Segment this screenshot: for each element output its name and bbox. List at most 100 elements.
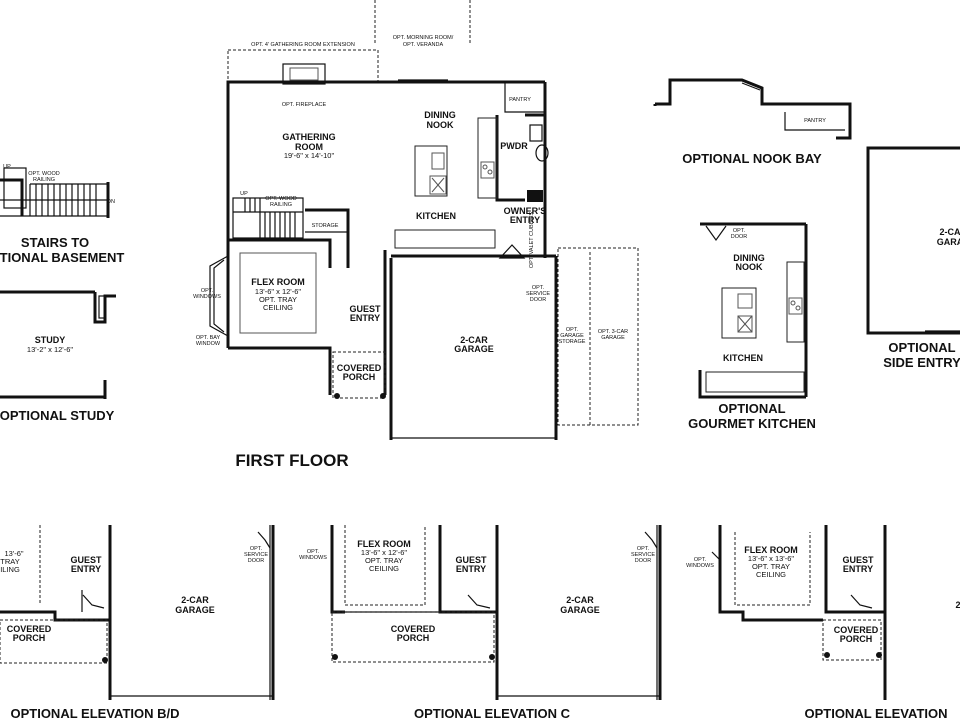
optional-study-title: OPTIONAL STUDY — [0, 408, 115, 423]
elev-e-opt-windows-label-2: WINDOWS — [686, 563, 714, 569]
elev-bd-garage-label-2: GARAGE — [175, 605, 215, 615]
elev-e-flex-opt-ceiling: CEILING — [756, 570, 786, 579]
elev-e-porch-label-2: PORCH — [840, 634, 873, 644]
elev-c-service-door-label-2: SERVICE — [631, 552, 655, 558]
guest-entry-label-2: ENTRY — [350, 313, 380, 323]
elev-e-flex-room-label: FLEX ROOM — [744, 545, 798, 555]
opt-service-door-label-2: SERVICE — [526, 291, 550, 297]
dining-nook-label-2: NOOK — [427, 120, 455, 130]
elev-bd-flex-dims: 13'-6" — [4, 549, 23, 558]
opt-wood-railing-label-2: RAILING — [270, 202, 292, 208]
opt-fireplace-label: OPT. FIREPLACE — [282, 102, 327, 108]
gourmet-kitchen-label: KITCHEN — [723, 353, 763, 363]
opt-bay-window-label: OPT. BAY — [196, 335, 221, 341]
opt-garage-storage-label: OPT. — [566, 327, 579, 333]
optional-nook-bay-inset: PANTRY OPTIONAL NOOK BAY — [653, 78, 852, 166]
opt-garage-storage-label-3: STORAGE — [559, 339, 586, 345]
side-entry-garage-label: 2-CA — [939, 227, 960, 237]
elev-c-opt-windows-label: OPT. — [307, 549, 320, 555]
covered-porch-label-2: PORCH — [343, 372, 376, 382]
elev-e-opt-windows-label: OPT. — [694, 557, 707, 563]
pantry-label: PANTRY — [509, 97, 531, 103]
gourmet-opt-door-label-2: DOOR — [731, 234, 748, 240]
owners-entry-label-2: ENTRY — [510, 215, 540, 225]
gourmet-dining-nook-label-2: NOOK — [736, 262, 764, 272]
gathering-room-label-2: ROOM — [295, 142, 323, 152]
elev-e-flex-dims: 13'-6" x 13'-6" — [748, 554, 794, 563]
elev-c-flex-room-label: FLEX ROOM — [357, 539, 411, 549]
elev-c-garage-label: 2-CAR — [566, 595, 594, 605]
elev-bd-garage-label: 2-CAR — [181, 595, 209, 605]
study-label: STUDY — [35, 335, 66, 345]
elevation-bd-title: OPTIONAL ELEVATION B/D — [10, 706, 179, 720]
flex-room-opt-tray: OPT. TRAY — [259, 295, 297, 304]
opt-3car-garage-label-2: GARAGE — [601, 335, 625, 341]
first-floor-plan — [209, 0, 639, 440]
opt-3car-garage-label: OPT. 3-CAR — [598, 329, 628, 335]
elev-e-guest-label: GUEST — [842, 555, 874, 565]
stairs-to-basement-inset: UP DN OPT. WOOD RAILING STAIRS TO TIONAL… — [0, 164, 124, 265]
stairs-up-label: UP — [240, 191, 248, 197]
gourmet-opt-door-label: OPT. — [733, 228, 746, 234]
elev-bd-flex-tray: TRAY — [0, 557, 19, 566]
owners-entry-label: OWNER'S — [504, 206, 547, 216]
nook-bay-pantry-label: PANTRY — [804, 118, 826, 124]
flex-room-opt-ceiling: CEILING — [263, 303, 293, 312]
elev-bd-porch-label-2: PORCH — [13, 633, 46, 643]
side-entry-title-2: SIDE ENTRY — [883, 355, 960, 370]
elevation-c-title: OPTIONAL ELEVATION C — [414, 706, 571, 720]
elev-bd-porch-label: COVERED — [7, 624, 52, 634]
elevation-c-inset: OPT. WINDOWS FLEX ROOM 13'-6" x 12'-6" O… — [299, 525, 662, 720]
gourmet-kitchen-title-2: GOURMET KITCHEN — [688, 416, 816, 431]
kitchen-label: KITCHEN — [416, 211, 456, 221]
elev-c-service-door-label-3: DOOR — [635, 558, 652, 564]
opt-gathering-extension-label: OPT. 4' GATHERING ROOM EXTENSION — [251, 42, 355, 48]
storage-label: STORAGE — [312, 223, 339, 229]
opt-windows-label-2: WINDOWS — [193, 294, 221, 300]
stairs-to-basement-title: STAIRS TO — [21, 235, 89, 250]
opt-veranda-label: OPT. VERANDA — [403, 42, 444, 48]
elev-c-opt-windows-label-2: WINDOWS — [299, 555, 327, 561]
elev-c-service-door-label: OPT. — [637, 546, 650, 552]
elevation-bd-inset: 13'-6" TRAY ILING GUEST ENTRY OPT. SERVI… — [0, 525, 275, 720]
optional-study-inset: STUDY 13'-2" x 12'-6" OPTIONAL STUDY — [0, 290, 116, 423]
inset-wood-railing-label: OPT. WOOD — [28, 171, 60, 177]
opt-morning-room-label: OPT. MORNING ROOM/ — [393, 35, 454, 41]
side-entry-garage-label-2: GARA — [937, 237, 960, 247]
elev-c-flex-dims: 13'-6" x 12'-6" — [361, 548, 407, 557]
opt-wood-railing-label: OPT. WOOD — [265, 196, 297, 202]
elev-bd-guest-label: GUEST — [70, 555, 102, 565]
optional-side-entry-inset: 2-CA GARA OPTIONAL SIDE ENTRY — [866, 146, 960, 370]
elev-c-guest-label-2: ENTRY — [456, 564, 486, 574]
gourmet-dining-nook-label: DINING — [733, 253, 765, 263]
opt-garage-storage-label-2: GARAGE — [560, 333, 584, 339]
opt-bay-window-label-2: WINDOW — [196, 341, 221, 347]
elev-bd-service-door-label: OPT. — [250, 546, 263, 552]
elev-bd-service-door-label-3: DOOR — [248, 558, 265, 564]
elev-bd-flex-ceiling: ILING — [0, 565, 20, 574]
elev-c-flex-opt-ceiling: CEILING — [369, 564, 399, 573]
elev-c-flex-opt-tray: OPT. TRAY — [365, 556, 403, 565]
elev-c-porch-label-2: PORCH — [397, 633, 430, 643]
pwdr-label: PWDR — [500, 141, 528, 151]
main-stairs — [232, 197, 304, 239]
elevation-e-title: OPTIONAL ELEVATION — [804, 706, 947, 720]
gathering-room-label: GATHERING — [282, 132, 335, 142]
elev-bd-guest-label-2: ENTRY — [71, 564, 101, 574]
gathering-room-dims: 19'-6" x 14'-10" — [284, 151, 335, 160]
elev-e-porch-label: COVERED — [834, 625, 879, 635]
elev-c-porch-label: COVERED — [391, 624, 436, 634]
guest-entry-label: GUEST — [349, 304, 381, 314]
elev-bd-service-door-label-2: SERVICE — [244, 552, 268, 558]
study-dims: 13'-2" x 12'-6" — [27, 345, 73, 354]
elev-c-garage-label-2: GARAGE — [560, 605, 600, 615]
optional-gourmet-kitchen-inset: OPT. DOOR DINING NOOK KITCHEN OPTIONAL G… — [688, 222, 816, 431]
first-floor-title: FIRST FLOOR — [235, 451, 348, 470]
flex-room-dims: 13'-6" x 12'-6" — [255, 287, 301, 296]
elevation-e-inset: OPT. WINDOWS FLEX ROOM 13'-6" x 13'-6" O… — [686, 525, 960, 720]
dining-nook-label: DINING — [424, 110, 456, 120]
flex-room-label: FLEX ROOM — [251, 277, 305, 287]
elev-e-garage-partial: 2 — [955, 600, 960, 610]
elev-e-flex-opt-tray: OPT. TRAY — [752, 562, 790, 571]
